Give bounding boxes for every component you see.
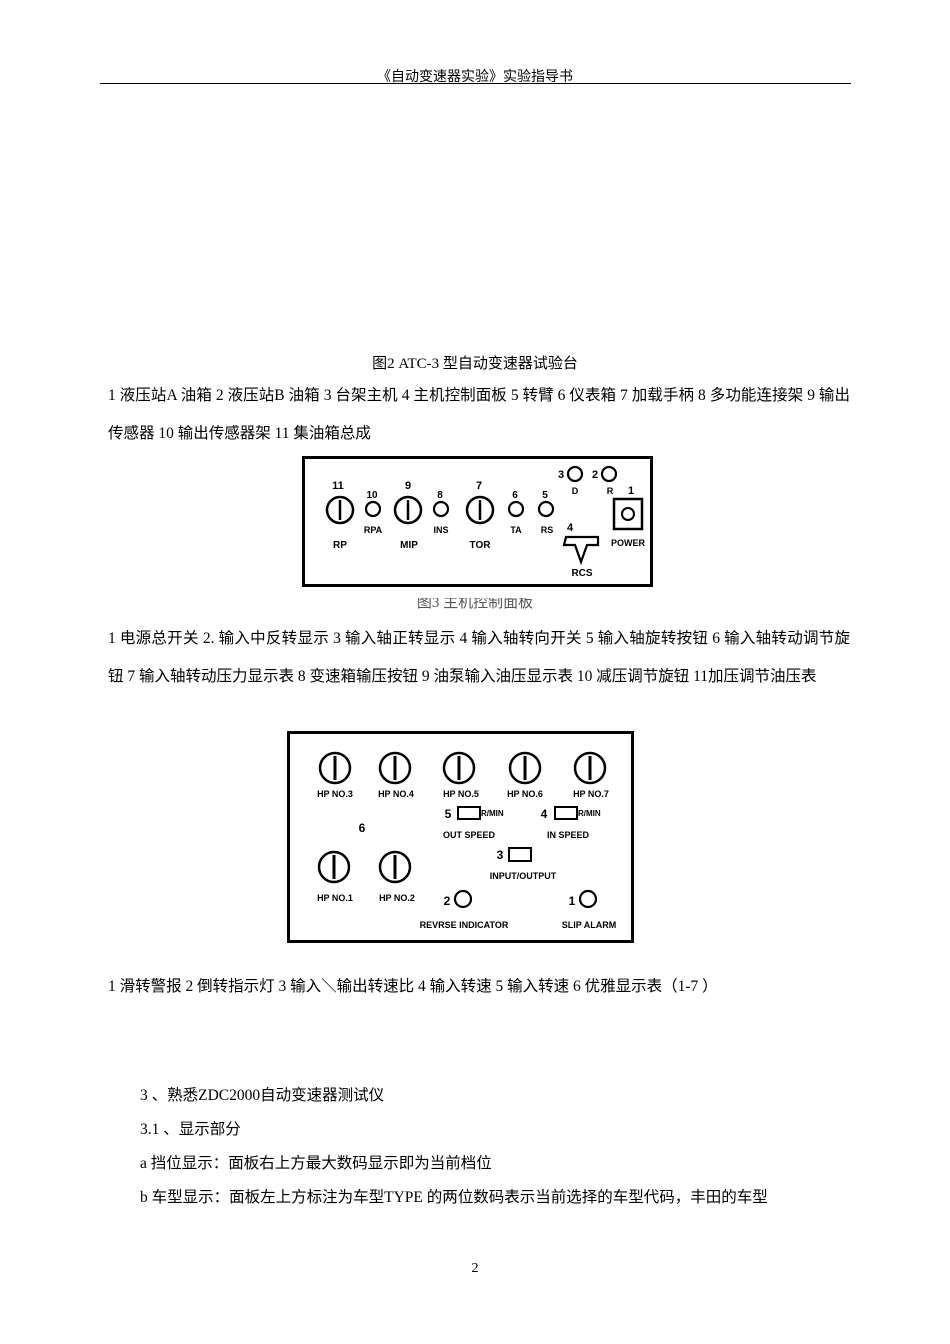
label-10: 10 — [366, 490, 378, 501]
ins-button-icon — [432, 500, 450, 518]
hp2-gauge-icon — [378, 850, 412, 884]
label-2: 2 — [444, 894, 451, 908]
power-switch-icon — [612, 497, 644, 531]
hp4-gauge-icon — [378, 751, 412, 785]
label-rp: RP — [333, 540, 347, 551]
label-ins: INS — [433, 525, 448, 535]
header-divider — [100, 83, 851, 84]
label-2: 2 — [592, 469, 598, 481]
figure2-caption: 图2 ATC-3 型自动变速器试验台 — [372, 356, 578, 372]
label-reverse-indicator: REVRSE INDICATOR — [420, 920, 509, 930]
rpa-button-icon — [364, 500, 382, 518]
hp7-gauge-icon — [573, 751, 607, 785]
tor-knob-icon — [465, 495, 495, 525]
label-ta: TA — [510, 525, 522, 535]
figure3-legend: 1 电源总开关 2. 输入中反转显示 3 输入轴正转显示 4 输入轴转向开关 5… — [108, 630, 850, 685]
label-hp3: HP NO.3 — [317, 789, 353, 799]
label-hp4: HP NO.4 — [378, 789, 414, 799]
subsection-heading: 3.1 、显示部分 — [140, 1121, 241, 1138]
label-5: 5 — [542, 490, 548, 501]
label-hp7: HP NO.7 — [573, 789, 609, 799]
out-speed-display — [457, 806, 481, 820]
label-in-speed: IN SPEED — [547, 830, 590, 840]
hp5-gauge-icon — [442, 751, 476, 785]
label-4: 4 — [567, 522, 574, 534]
reverse-indicator-lamp-icon — [453, 889, 473, 909]
figure3-caption: 图3 主机控制面板 — [416, 598, 534, 609]
label-power: POWER — [611, 538, 646, 548]
instrument-box-diagram: HP NO.3 HP NO.4 HP NO.5 HP NO.6 HP NO.7 … — [287, 731, 635, 949]
item-b: b 车型显示：面板左上方标注为车型TYPE 的两位数码表示当前选择的车型代码，丰… — [140, 1189, 768, 1206]
label-rcs: RCS — [571, 568, 592, 579]
label-3: 3 — [497, 848, 504, 862]
figure4-legend: 1 滑转警报 2 倒转指示灯 3 输入＼输出转速比 4 输入转速 5 输入转速 … — [108, 978, 718, 995]
host-control-panel-diagram: 11 RP 10 RPA 9 MIP 8 INS 7 TOR 6 TA 5 RS… — [302, 456, 654, 593]
label-5: 5 — [445, 807, 452, 821]
ta-lamp-icon — [507, 500, 525, 518]
label-1: 1 — [628, 485, 634, 497]
slip-alarm-lamp-icon — [578, 889, 598, 909]
in-speed-display — [554, 806, 578, 820]
label-6: 6 — [512, 490, 518, 501]
rs-lamp-icon — [537, 500, 555, 518]
label-11: 11 — [332, 480, 344, 492]
page-number: 2 — [471, 1261, 479, 1276]
hp3-gauge-icon — [318, 751, 352, 785]
label-tor: TOR — [470, 540, 492, 551]
label-hp5: HP NO.5 — [443, 789, 479, 799]
label-8: 8 — [437, 490, 443, 501]
label-rmin-out: R/MIN — [481, 809, 504, 818]
rcs-switch-icon — [562, 535, 600, 566]
label-7: 7 — [476, 480, 482, 492]
label-rs: RS — [541, 525, 554, 535]
label-hp1: HP NO.1 — [317, 893, 353, 903]
label-rmin-in: R/MIN — [578, 809, 601, 818]
label-slip-alarm: SLIP ALARM — [562, 920, 617, 930]
label-4: 4 — [541, 807, 548, 821]
label-r: R — [607, 486, 614, 496]
hp1-gauge-icon — [317, 850, 351, 884]
mip-knob-icon — [393, 495, 423, 525]
hp6-gauge-icon — [508, 751, 542, 785]
rp-knob-icon — [325, 495, 355, 525]
label-9: 9 — [405, 480, 411, 492]
label-1: 1 — [569, 894, 576, 908]
label-3: 3 — [558, 469, 564, 481]
label-6: 6 — [359, 821, 366, 835]
label-out-speed: OUT SPEED — [443, 830, 496, 840]
item-a: a 挡位显示：面板右上方最大数码显示即为当前档位 — [140, 1155, 492, 1172]
label-hp2: HP NO.2 — [379, 893, 415, 903]
input-output-display — [508, 847, 532, 862]
label-hp6: HP NO.6 — [507, 789, 543, 799]
r-lamp-icon — [600, 465, 618, 483]
label-input-output: INPUT/OUTPUT — [490, 871, 557, 881]
section-heading: 3 、熟悉ZDC2000自动变速器测试仪 — [140, 1087, 385, 1104]
label-rpa: RPA — [364, 525, 383, 535]
page-header: 《自动变速器实验》实验指导书 — [377, 70, 573, 85]
figure2-legend: 1 液压站A 油箱 2 液压站B 油箱 3 台架主机 4 主机控制面板 5 转臂… — [108, 387, 850, 442]
d-lamp-icon — [566, 465, 584, 483]
label-d: D — [572, 486, 579, 496]
label-mip: MIP — [400, 540, 418, 551]
